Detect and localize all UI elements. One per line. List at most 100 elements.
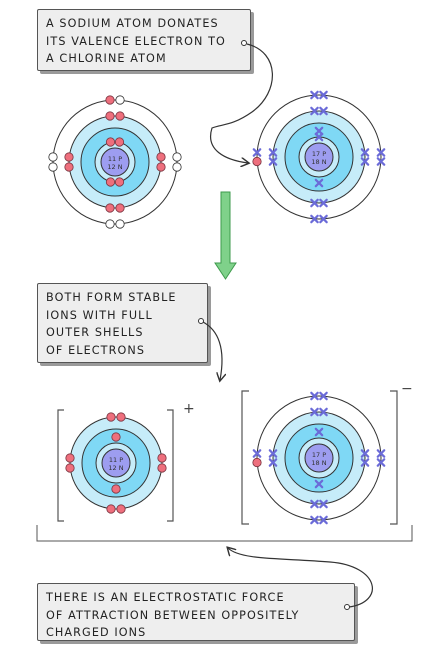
electron-cross: [268, 449, 278, 458]
electron: [64, 162, 74, 172]
electron-cross-stroke: [314, 132, 324, 142]
electron-cross: [360, 449, 370, 458]
electron-cross: [268, 458, 278, 467]
positive-charge-label: +: [183, 401, 195, 417]
electron: [105, 137, 116, 147]
callout-line: ITS VALENCE ELECTRON TO: [46, 34, 226, 48]
proton-count: 17 P: [312, 150, 326, 158]
electron-cross: [310, 407, 319, 417]
nucleus: [304, 142, 334, 172]
electron: [105, 177, 116, 187]
reaction-arrow-icon: [214, 191, 237, 280]
electron-cross-stroke: [268, 458, 278, 467]
electron: [105, 111, 115, 121]
electron-cross: [310, 90, 319, 100]
electron-cross-stroke: [310, 407, 319, 417]
callout-sodium-donates: A SODIUM ATOM DONATES ITS VALENCE ELECTR…: [37, 9, 251, 71]
electron-cross: [310, 515, 319, 525]
electron-cross: [319, 90, 328, 100]
electron: [114, 177, 125, 187]
electron: [252, 457, 262, 468]
electron-cross-stroke: [376, 157, 386, 166]
electron-cross-stroke: [319, 90, 328, 100]
electron-cross: [310, 391, 319, 401]
neutron-count: 18 N: [311, 158, 326, 166]
callout-anchor-dot: [344, 604, 350, 610]
electron-cross-stroke: [268, 449, 278, 458]
proton-count: 17 P: [312, 451, 326, 459]
electron-cross-stroke: [310, 391, 319, 401]
electron-cross: [252, 148, 262, 157]
neutron-count: 12 N: [107, 163, 122, 171]
electron-cross-stroke: [376, 148, 386, 157]
electron-cross-stroke: [268, 148, 278, 157]
callout-line: OF ATTRACTION BETWEEN OPPOSITELY: [46, 608, 300, 622]
callout-line: BOTH FORM STABLE: [46, 291, 177, 304]
electron-cross-stroke: [252, 449, 262, 458]
electron: [115, 219, 125, 229]
electron-cross-stroke: [319, 391, 328, 401]
electron-cross: [314, 479, 324, 489]
sodium-ion-right-bracket: [167, 409, 174, 522]
electron-cross: [319, 407, 328, 417]
callout-anchor-dot: [241, 40, 247, 46]
electron: [114, 137, 125, 147]
electron-cross: [376, 458, 386, 467]
nucleus: [304, 443, 334, 473]
electron-cross: [310, 106, 319, 116]
electron-cross: [314, 178, 324, 188]
electron-cross-stroke: [376, 449, 386, 458]
electron: [172, 152, 182, 162]
chloride-ion-left-bracket: [241, 390, 249, 525]
callout-electrostatic-force: THERE IS AN ELECTROSTATIC FORCE OF ATTRA…: [37, 583, 355, 641]
neutron-count: 12 N: [108, 464, 123, 472]
electron-cross: [360, 148, 370, 157]
electron: [156, 152, 166, 162]
electron-cross-stroke: [310, 198, 319, 208]
electron-cross-stroke: [314, 427, 324, 437]
electron-cross-stroke: [360, 148, 370, 157]
electron: [105, 219, 115, 229]
electron-cross: [268, 148, 278, 157]
electron: [106, 412, 116, 422]
callout-line: OUTER SHELLS: [46, 326, 144, 339]
electron: [157, 453, 167, 463]
electron-cross-stroke: [314, 479, 324, 489]
proton-count: 11 P: [108, 155, 122, 163]
electron-cross: [252, 449, 262, 458]
electron: [111, 432, 121, 442]
callout-line: A SODIUM ATOM DONATES: [46, 17, 219, 30]
outer-shell: [52, 99, 178, 225]
electron-cross-stroke: [360, 449, 370, 458]
electron: [115, 95, 125, 105]
electron: [105, 203, 115, 213]
ionic-compound-underbracket: [36, 525, 413, 542]
electron-cross: [319, 106, 328, 116]
electron-cross: [319, 214, 328, 224]
electron-cross-stroke: [319, 407, 328, 417]
electron: [157, 463, 167, 473]
electron-cross: [376, 148, 386, 157]
nucleus: [101, 448, 131, 478]
negative-charge-label: −: [401, 381, 413, 397]
electron: [116, 412, 126, 422]
electron: [252, 156, 262, 167]
curved-arrow-stable: [202, 321, 222, 380]
sodium-atom: 11 P12 N: [48, 95, 182, 229]
electron-cross: [310, 499, 319, 509]
electron-cross-stroke: [360, 458, 370, 467]
nucleus: [100, 147, 130, 177]
callout-line: IONS WITH FULL: [46, 308, 153, 322]
electron-cross-stroke: [319, 214, 328, 224]
electron-cross-stroke: [268, 157, 278, 166]
electron-cross: [360, 458, 370, 467]
electron: [115, 203, 125, 213]
electron-cross: [319, 515, 328, 525]
electron-cross: [376, 157, 386, 166]
electron-cross: [319, 391, 328, 401]
chloride-ion-right-bracket: [390, 390, 398, 525]
electron-cross-stroke: [310, 90, 319, 100]
electron-cross-stroke: [310, 106, 319, 116]
electron-cross: [310, 214, 319, 224]
